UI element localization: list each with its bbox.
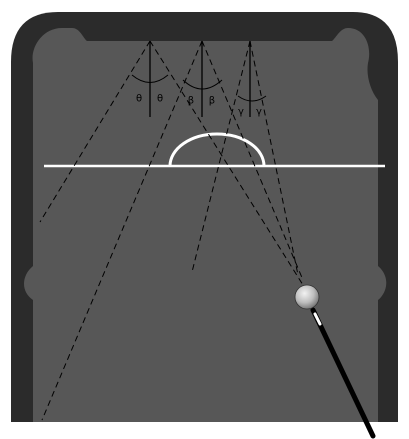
table-felt xyxy=(24,28,386,422)
angle-label-gamma-right: γ xyxy=(256,107,262,118)
angle-label-beta-left: β xyxy=(188,96,194,107)
cue-ball-icon xyxy=(295,285,319,309)
angle-label-gamma-left: γ xyxy=(238,107,244,118)
angle-label-beta-right: β xyxy=(209,96,215,107)
angle-label-theta-left: θ xyxy=(136,94,142,105)
angle-label-theta-right: θ xyxy=(157,94,163,105)
